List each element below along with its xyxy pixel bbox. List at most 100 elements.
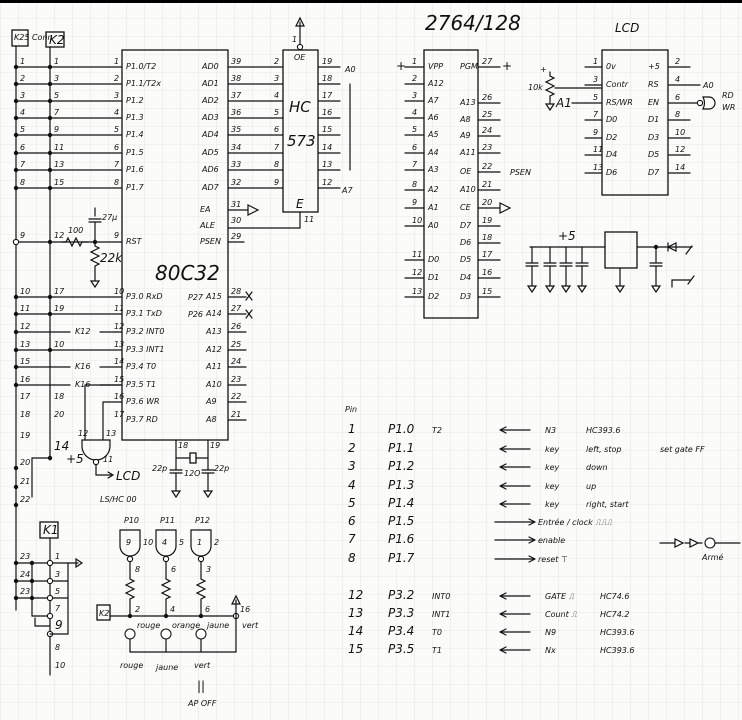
nand-gate: [155, 529, 177, 557]
crystal-pin: 19: [210, 441, 220, 450]
eprom-pin-label: A3: [427, 165, 439, 174]
connector-pin: [162, 555, 170, 563]
key-label: K12: [75, 327, 90, 336]
junction-dot: [13, 578, 19, 584]
arrow-left-icon: [499, 646, 531, 654]
mcu-pin-label: P1.5: [126, 148, 144, 157]
mcu-pin-num: 6: [114, 143, 119, 152]
row-pin: 8: [348, 551, 356, 565]
junction-dot: [13, 465, 19, 471]
rd-label: RD: [722, 91, 734, 100]
lcd-pin-label: RS/WR: [606, 98, 633, 107]
mcu-pin-label: A12: [205, 345, 222, 354]
mcu-pin-label: P1.2: [126, 96, 144, 105]
row-info: down: [586, 463, 608, 472]
latch-pin-num: 8: [274, 160, 279, 169]
eprom-pin-num: 22: [482, 162, 492, 171]
row-alt: INT1: [432, 610, 450, 619]
arrow-icon: [107, 471, 115, 479]
conn-pin-num: 18: [54, 392, 64, 401]
latch-pin-num: 1: [292, 35, 297, 44]
mcu-pin-num: 10: [114, 287, 124, 296]
mcu-pin-label: RST: [126, 237, 143, 246]
eprom-pin-label: A5: [427, 130, 439, 139]
eprom-pin-num: 2: [412, 74, 417, 83]
ground-symbol: [614, 279, 626, 294]
eprom-pin-num: 19: [482, 216, 492, 225]
row-info: HC393.6: [600, 628, 635, 637]
connector-k25: [11, 29, 29, 47]
gate-pin: 12: [78, 429, 88, 438]
junction-dot: [47, 347, 53, 353]
connector-k2-bottom: [96, 604, 111, 621]
eprom-pin-num: 9: [412, 198, 417, 207]
mcu-pin-label: P1.3: [126, 113, 144, 122]
k1-pin: 3: [55, 570, 60, 579]
resistor-label: 100: [68, 226, 83, 235]
eprom-pin-label: A9: [459, 131, 471, 140]
eprom-pin-num: 11: [412, 250, 422, 259]
arrow-up-icon: [231, 594, 241, 605]
ale-wire: [227, 211, 301, 229]
mcu-pin-label: AD6: [201, 165, 219, 174]
resistor: [195, 574, 207, 617]
conn-pin-num: 20: [20, 458, 30, 467]
nand-gate: [190, 529, 212, 557]
wr-label: WR: [722, 103, 735, 112]
key-label: K16: [75, 362, 90, 371]
ground-symbol: [170, 484, 182, 499]
row-signal: enable: [538, 536, 565, 545]
wires: [11, 16, 741, 676]
mcu-pin-num: 29: [231, 232, 241, 241]
eprom-pin-label: A6: [427, 113, 439, 122]
junction-dot: [13, 98, 19, 104]
connector-k2-label: K2: [49, 33, 65, 47]
vcc-wire: [31, 457, 51, 498]
eprom-pin-num: 10: [412, 216, 422, 225]
eprom-pin-num: 24: [482, 126, 492, 135]
eprom-pin-num: 18: [482, 233, 492, 242]
mcu-pin-label: A15: [205, 292, 222, 301]
junction-dot: [13, 329, 19, 335]
mcu-pin-num: 32: [231, 178, 241, 187]
k1-pin: 7: [55, 604, 61, 613]
junction-dot: [13, 364, 19, 370]
conn-pin-num: 5: [20, 125, 25, 134]
junction-dot: [13, 81, 19, 87]
lcd-pin-num: 12: [675, 145, 685, 154]
junction-dot: [47, 294, 53, 300]
mcu-pin-num: 28: [231, 287, 241, 296]
k1-pin: 23: [20, 587, 30, 596]
gate-port-label: P10: [124, 516, 139, 525]
eprom-pin-label: D3: [460, 292, 471, 301]
lcd-pin-num: 9: [593, 128, 598, 137]
mcu-pin-label: A11: [205, 362, 222, 371]
cap-label: 27µ: [102, 213, 117, 222]
connector-pin: [46, 577, 54, 585]
eprom-pin-label: D2: [428, 292, 439, 301]
arrow-left-icon: [499, 482, 531, 490]
mcu-pin-label: P1.0/T2: [126, 62, 156, 71]
eprom-pin-num: 16: [482, 268, 492, 277]
gate-port-label: P11: [160, 516, 175, 525]
junction-dot: [47, 64, 53, 70]
mcu-pin-num: 26: [231, 322, 241, 331]
arrow-left-icon: [499, 426, 531, 434]
ap-off-label: AP OFF: [187, 699, 217, 708]
row-info: HC74.6: [600, 592, 629, 601]
lcd-pin-label: EN: [648, 98, 659, 107]
row-signal: reset ⊤: [538, 555, 568, 564]
row-port: P3.2: [388, 588, 414, 602]
crystal-wire: [175, 439, 209, 471]
gate-pin: 6: [171, 565, 176, 574]
row-signal: N9: [545, 628, 556, 637]
junction-dot: [47, 455, 53, 461]
junction-dot: [13, 311, 19, 317]
row-info: HC74.2: [600, 610, 629, 619]
row-pin: 15: [348, 642, 363, 656]
eprom-pin-label: PGM: [460, 62, 478, 71]
latch-pin-num: 13: [322, 160, 332, 169]
mcu-pin-num: 38: [231, 74, 241, 83]
